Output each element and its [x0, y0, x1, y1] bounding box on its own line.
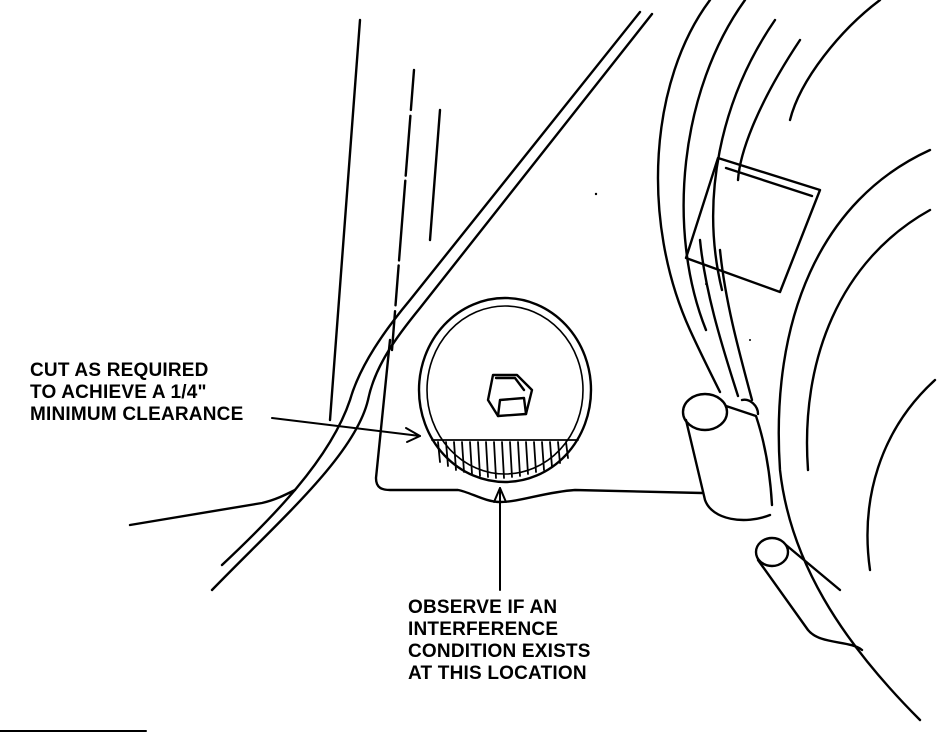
vertical-post: [328, 18, 442, 422]
callout-observe-line-4: AT THIS LOCATION: [408, 663, 587, 684]
lower-fitting: [754, 536, 864, 652]
callout-observe-line-1: OBSERVE IF AN: [408, 597, 558, 618]
callout-cut-line-2: TO ACHIEVE A 1/4": [30, 382, 207, 403]
callout-observe-line-3: CONDITION EXISTS: [408, 641, 591, 662]
tube-fitting: [681, 392, 774, 522]
callout-observe-interference: OBSERVE IF AN INTERFERENCE CONDITION EXI…: [408, 597, 591, 685]
wheel-arcs: [656, 0, 937, 722]
hex-bolt: [486, 373, 534, 418]
mounting-bracket: [374, 338, 704, 504]
cut-zone-serration: [431, 439, 579, 479]
floor-line: [128, 488, 297, 527]
round-plate: [417, 296, 593, 484]
callout-cut-line-1: CUT AS REQUIRED: [30, 360, 209, 381]
callout-observe-line-2: INTERFERENCE: [408, 619, 559, 640]
strap-band: [684, 156, 822, 294]
callout-cut-line-3: MINIMUM CLEARANCE: [30, 404, 244, 425]
callout-cut-clearance: CUT AS REQUIRED TO ACHIEVE A 1/4" MINIMU…: [30, 360, 243, 426]
leader-cut: [271, 417, 421, 443]
diagonal-brace: [210, 10, 654, 592]
leader-observe: [493, 487, 507, 591]
specks: [594, 192, 751, 341]
